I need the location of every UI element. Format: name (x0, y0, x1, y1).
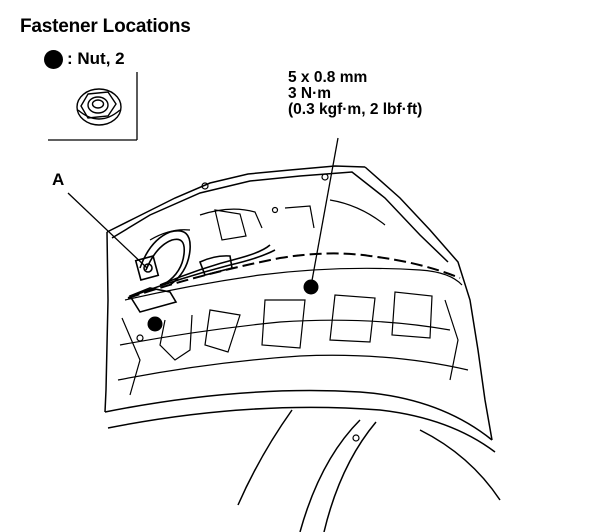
fastener-marker (147, 316, 163, 332)
flange-nut-icon (76, 88, 122, 126)
page-title: Fastener Locations (20, 16, 191, 37)
fastener-legend: : Nut, 2 (44, 49, 125, 69)
vehicle-body-lower (104, 389, 501, 532)
filled-circle-icon (44, 49, 63, 69)
trunk-lid-outline (104, 165, 493, 441)
leader-lines (67, 137, 339, 287)
wire-harness (128, 230, 276, 313)
callout-label-a: A (52, 170, 65, 189)
torque-spec: 5 x 0.8 mm 3 N·m (0.3 kgf·m, 2 lbf·ft) (288, 70, 422, 118)
legend-box (48, 72, 138, 141)
fastener-marker (303, 279, 319, 295)
inner-frame (117, 173, 469, 442)
torque-spec-line: 3 N·m (288, 85, 332, 102)
torque-spec-line: (0.3 kgf·m, 2 lbf·ft) (288, 101, 423, 118)
legend-label: : Nut, 2 (67, 49, 125, 68)
dashed-seal-line (127, 252, 461, 299)
torque-spec-line: 5 x 0.8 mm (288, 69, 368, 86)
